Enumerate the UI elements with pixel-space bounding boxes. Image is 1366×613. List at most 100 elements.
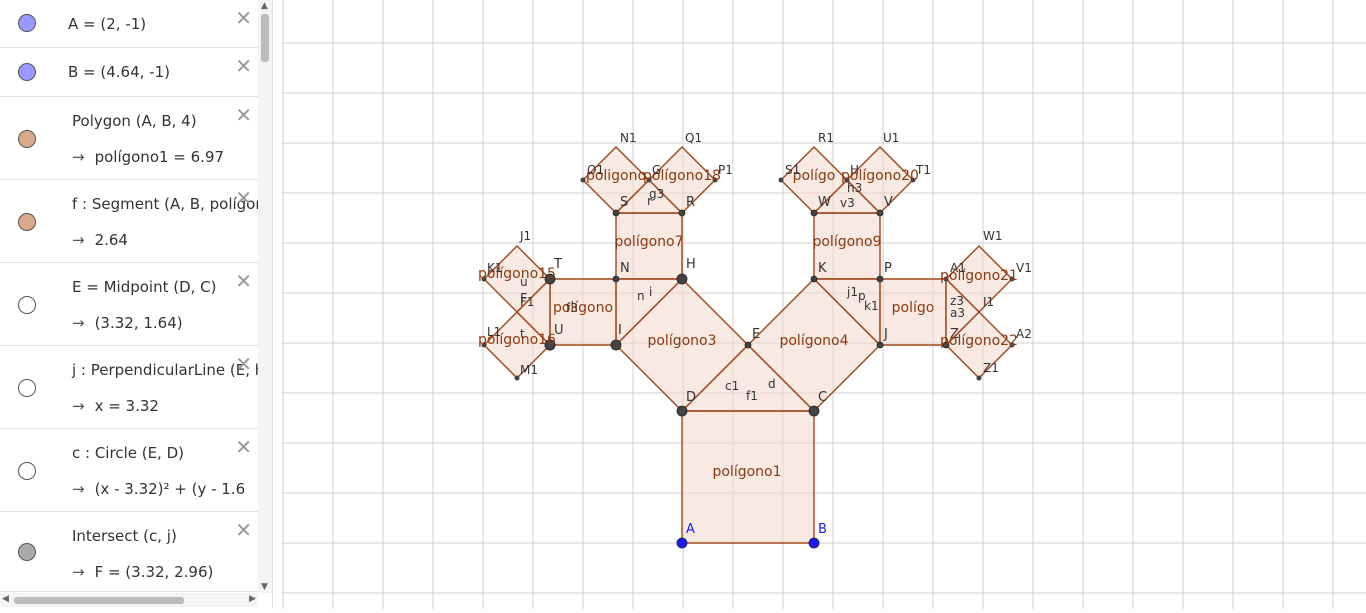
algebra-definition[interactable]: A = (2, -1)	[68, 15, 147, 33]
point-E[interactable]	[744, 341, 752, 349]
visibility-toggle-icon[interactable]	[18, 461, 36, 480]
point-T[interactable]	[544, 273, 556, 285]
vertex-point[interactable]	[712, 177, 718, 183]
object-label: n	[637, 289, 645, 303]
point-label-Z: Z	[950, 327, 959, 342]
vertex-point[interactable]	[514, 375, 520, 381]
polygon-shape[interactable]	[582, 146, 650, 214]
algebra-definition[interactable]: f : Segment (A, B, polígono	[72, 195, 259, 213]
polygon-shape[interactable]	[780, 146, 848, 214]
scroll-left-icon[interactable]: ◀	[2, 594, 9, 604]
object-label: k1	[864, 299, 879, 313]
algebra-definition[interactable]: Polygon (A, B, 4)	[72, 112, 197, 130]
object-label: v3	[840, 196, 855, 210]
point-C[interactable]	[808, 405, 820, 417]
object-label: polígono18	[643, 168, 721, 184]
object-label: polígono3	[647, 333, 716, 349]
algebra-vertical-scrollbar[interactable]: ▲ ▼	[258, 0, 272, 593]
object-label: U1	[883, 131, 899, 145]
horizontal-scroll-thumb[interactable]	[14, 597, 184, 604]
vertex-point[interactable]	[844, 177, 850, 183]
point-I[interactable]	[610, 339, 622, 351]
algebra-item[interactable]: Polygon (A, B, 4)→polígono1 = 6.97✕	[0, 97, 258, 180]
polygon-shape[interactable]	[945, 277, 980, 347]
delete-icon[interactable]: ✕	[235, 352, 252, 376]
view-divider[interactable]	[272, 0, 283, 609]
vertex-point[interactable]	[481, 276, 487, 282]
algebra-value-text: F = (3.32, 2.96)	[94, 563, 214, 581]
vertex-point[interactable]	[646, 177, 652, 183]
visibility-toggle-icon[interactable]	[18, 378, 36, 397]
object-label: f1	[746, 389, 758, 403]
visibility-toggle-icon[interactable]	[18, 14, 36, 32]
algebra-item[interactable]: A = (2, -1) ✕	[0, 0, 258, 48]
point-D[interactable]	[676, 405, 688, 417]
polygon-shape[interactable]	[516, 277, 551, 347]
visibility-toggle-icon[interactable]	[18, 543, 36, 561]
visibility-toggle-icon[interactable]	[18, 129, 36, 148]
algebra-item[interactable]: E = Midpoint (D, C)→(3.32, 1.64)✕	[0, 263, 258, 346]
point-N[interactable]	[612, 275, 620, 283]
algebra-definition[interactable]: c : Circle (E, D)	[72, 444, 184, 462]
object-label: u	[520, 275, 528, 289]
algebra-item[interactable]: j : PerpendicularLine (E, h) → x = 3.32 ✕	[0, 346, 258, 429]
point-K[interactable]	[810, 275, 818, 283]
delete-icon[interactable]: ✕	[235, 269, 252, 293]
scroll-right-icon[interactable]: ▶	[249, 594, 256, 604]
delete-icon[interactable]: ✕	[235, 103, 252, 127]
vertex-point[interactable]	[943, 276, 949, 282]
algebra-item[interactable]: f : Segment (A, B, polígono→2.64✕	[0, 180, 258, 263]
point-V[interactable]	[876, 209, 884, 217]
point-label-E: E	[752, 327, 760, 342]
visibility-toggle-icon[interactable]	[18, 212, 36, 231]
object-label: i	[649, 285, 652, 299]
object-label: I1	[983, 295, 994, 309]
visibility-toggle-icon[interactable]	[18, 62, 36, 81]
algebra-horizontal-scrollbar[interactable]: ◀ ▶	[0, 593, 258, 607]
vertex-point[interactable]	[910, 177, 916, 183]
vertex-point[interactable]	[481, 342, 487, 348]
arrow-right-icon: →	[72, 148, 85, 166]
object-label: polígono22	[940, 333, 1018, 349]
point-J[interactable]	[876, 341, 884, 349]
object-label: polígono16	[478, 332, 556, 348]
algebra-value: →F = (3.32, 2.96)	[72, 563, 213, 581]
algebra-item[interactable]: Intersect (c, j) →F = (3.32, 2.96) ✕	[0, 512, 258, 592]
vertex-point[interactable]	[580, 177, 586, 183]
arrow-right-icon: →	[72, 397, 85, 415]
scroll-up-icon[interactable]: ▲	[261, 1, 268, 11]
delete-icon[interactable]: ✕	[235, 54, 252, 78]
point-A[interactable]	[676, 537, 688, 549]
point-P[interactable]	[876, 275, 884, 283]
algebra-definition[interactable]: Intersect (c, j)	[72, 527, 177, 545]
algebra-value-text: x = 3.32	[94, 397, 159, 415]
delete-icon[interactable]: ✕	[235, 518, 252, 542]
point-label-W: W	[818, 195, 831, 210]
object-label: polígono15	[478, 266, 556, 282]
algebra-item[interactable]: B = (4.64, -1) ✕	[0, 48, 258, 97]
point-R[interactable]	[678, 209, 686, 217]
point-W[interactable]	[810, 209, 818, 217]
delete-icon[interactable]: ✕	[235, 186, 252, 210]
visibility-toggle-icon[interactable]	[18, 295, 36, 314]
scroll-down-icon[interactable]: ▼	[261, 582, 268, 592]
algebra-definition[interactable]: E = Midpoint (D, C)	[72, 278, 217, 296]
delete-icon[interactable]: ✕	[235, 6, 252, 30]
point-Z[interactable]	[942, 341, 950, 349]
point-S[interactable]	[612, 209, 620, 217]
algebra-definition[interactable]: j : PerpendicularLine (E, h)	[72, 361, 259, 379]
point-U[interactable]	[544, 339, 556, 351]
vertex-point[interactable]	[1009, 276, 1015, 282]
point-label-U: U	[554, 323, 564, 338]
vertex-point[interactable]	[976, 375, 982, 381]
algebra-view: A = (2, -1) ✕ B = (4.64, -1) ✕ Polygon (A, B…	[0, 0, 259, 593]
algebra-definition[interactable]: B = (4.64, -1)	[68, 63, 170, 81]
point-H[interactable]	[676, 273, 688, 285]
vertex-point[interactable]	[778, 177, 784, 183]
point-B[interactable]	[808, 537, 820, 549]
vertex-point[interactable]	[1009, 342, 1015, 348]
algebra-item[interactable]: c : Circle (E, D)→(x - 3.32)² + (y - 1.6…	[0, 429, 258, 512]
delete-icon[interactable]: ✕	[235, 435, 252, 459]
vertical-scroll-thumb[interactable]	[261, 14, 269, 62]
